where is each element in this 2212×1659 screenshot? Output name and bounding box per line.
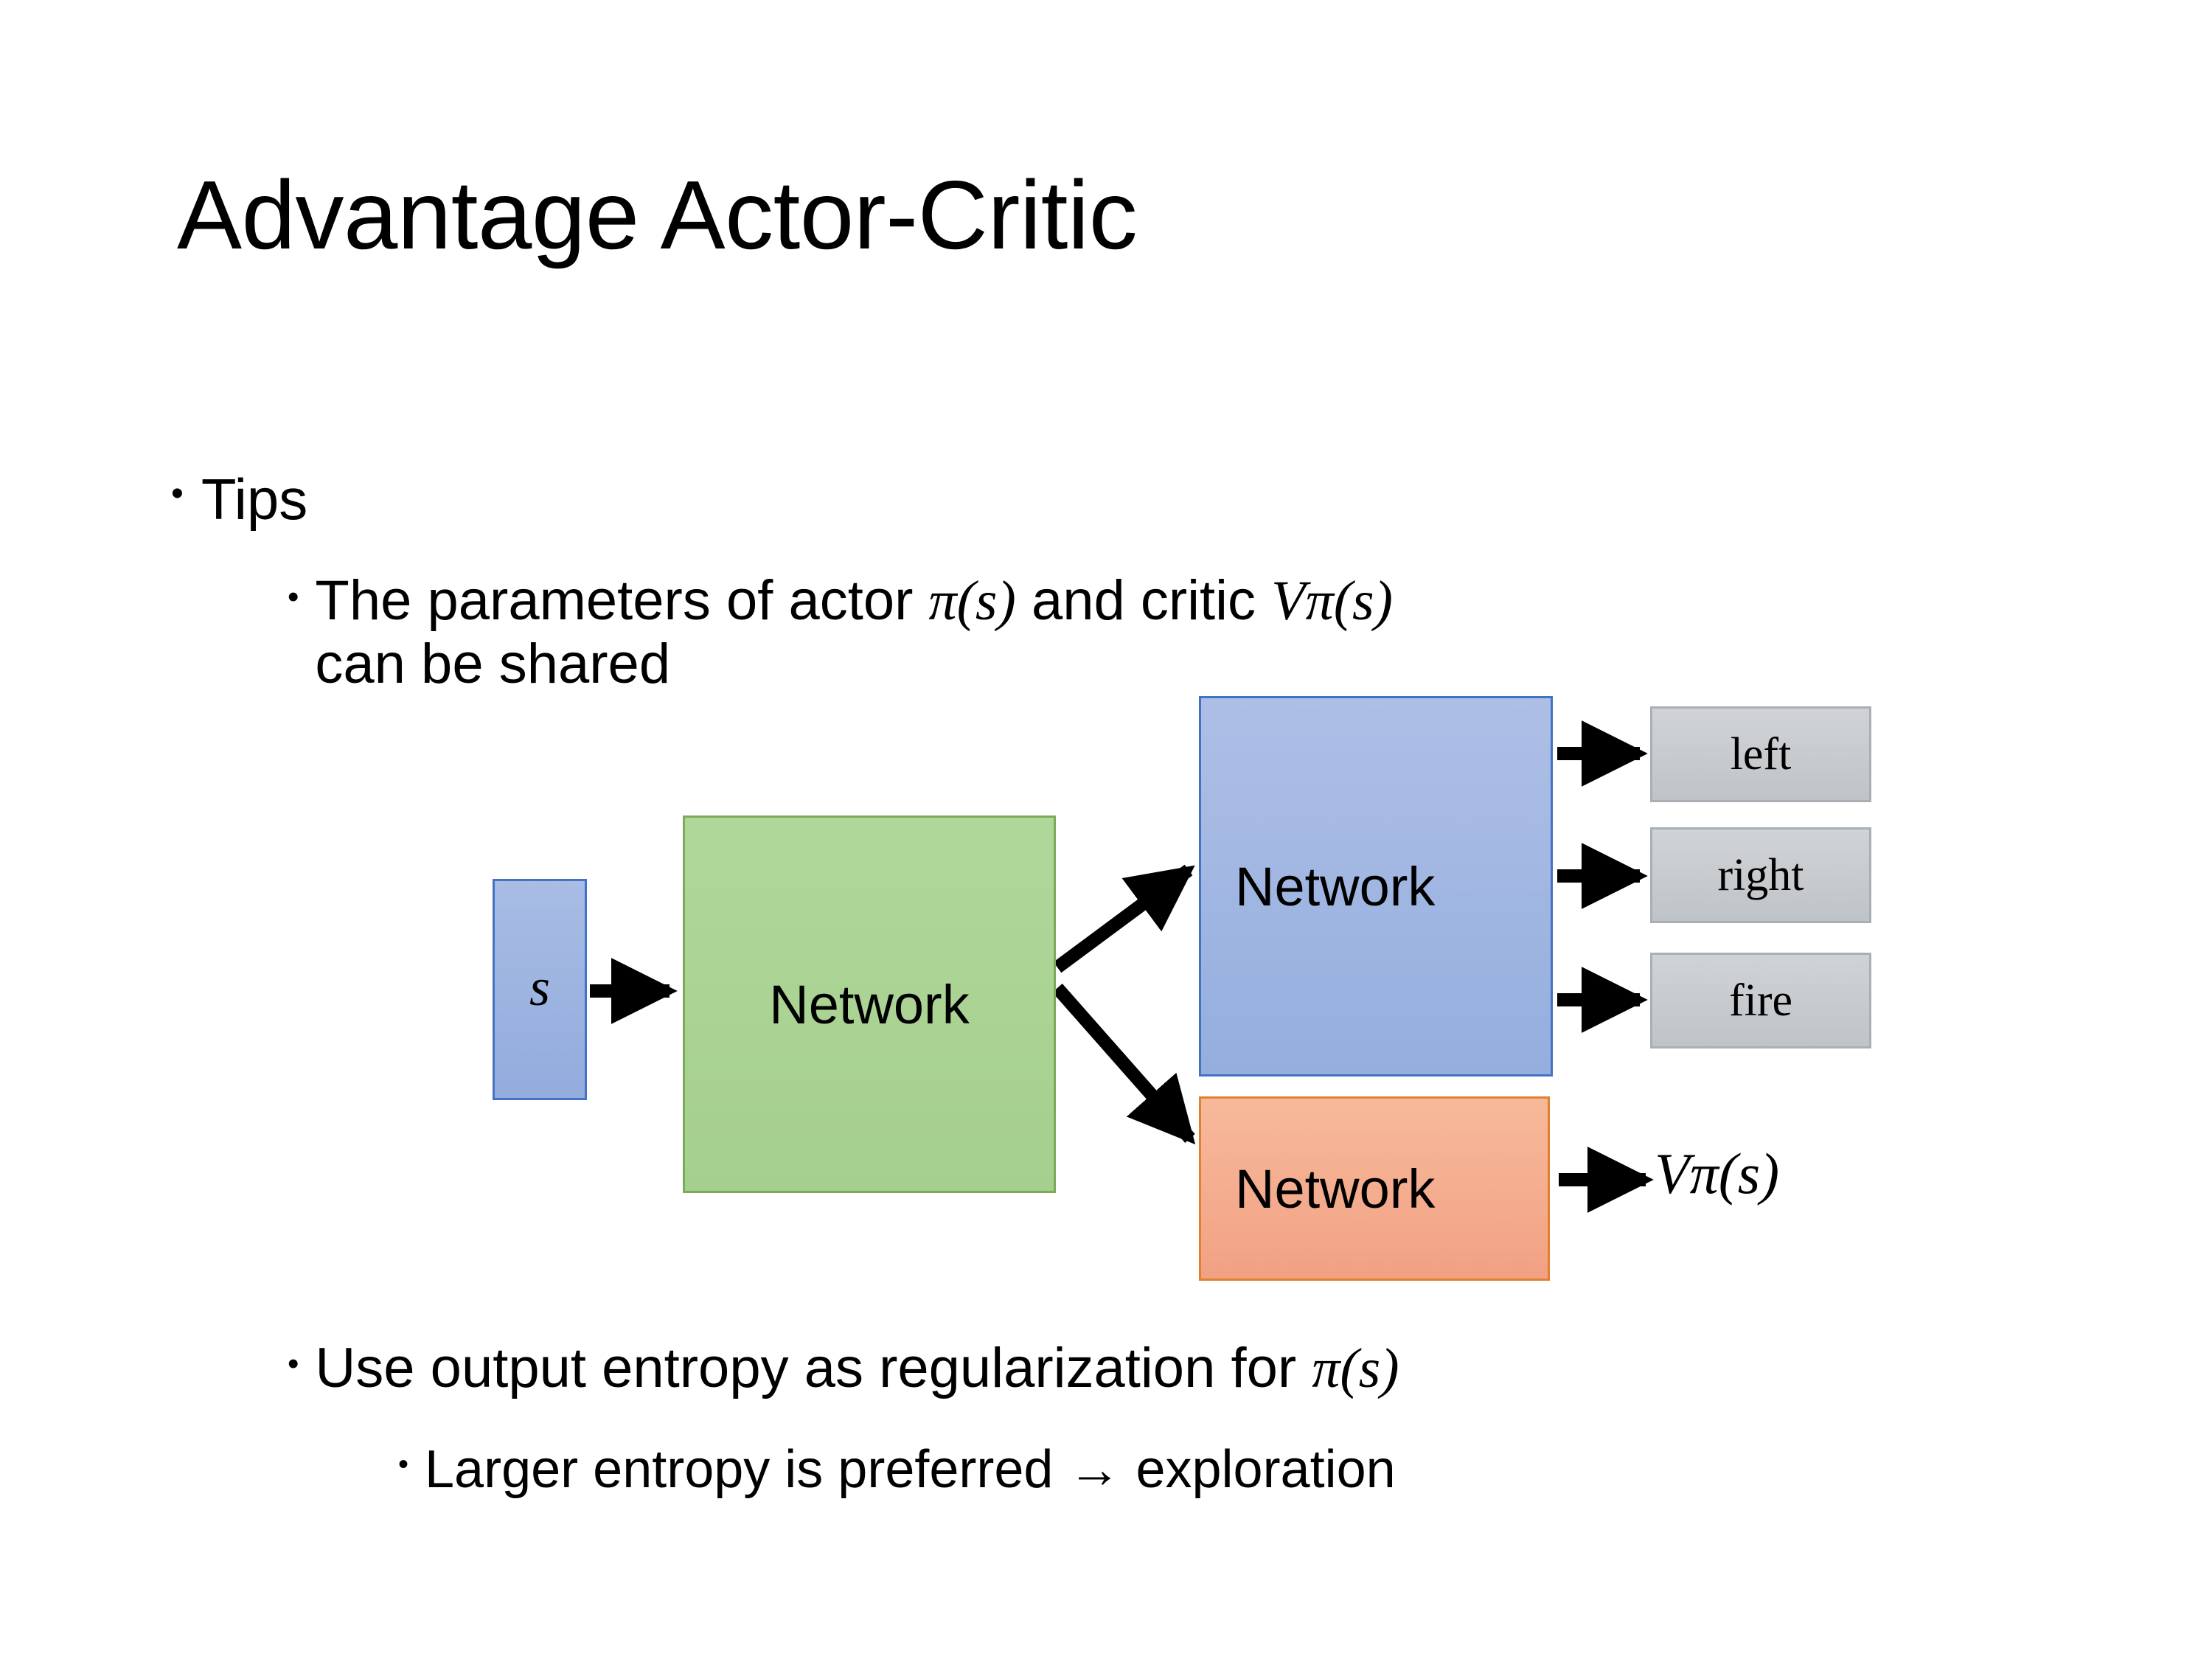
arrow-shared-to-actor	[1053, 864, 1195, 973]
arrow-shared-to-critic	[1052, 984, 1196, 1145]
shared-network-label: Network	[769, 973, 970, 1035]
v-argument: (s)	[1333, 570, 1393, 632]
bullet-entropy-regularization: • Use output entropy as regularization f…	[288, 1336, 1399, 1401]
v-superscript-pi: π	[1305, 570, 1334, 632]
pi-symbol: π	[1312, 1338, 1340, 1399]
bullet-parameters-shared: • The parameters of actor π(s) and criti…	[288, 569, 2028, 695]
value-argument: (s)	[1718, 1141, 1780, 1206]
state-input-box: s	[493, 879, 587, 1100]
bullet-parameters-text: The parameters of actor π(s) and critic …	[315, 569, 1392, 695]
pi-argument: (s)	[956, 570, 1016, 632]
bullet-dot-icon: •	[288, 579, 299, 615]
value-function-output: Vπ(s)	[1655, 1140, 1779, 1207]
state-label: s	[529, 957, 551, 1017]
value-v-symbol: V	[1655, 1141, 1690, 1206]
bullet-dot-icon: •	[171, 474, 184, 513]
params-suffix: can be shared	[315, 633, 671, 696]
action-output-fire: fire	[1650, 953, 1871, 1048]
bullet-larger-entropy: • Larger entropy is preferred → explorat…	[398, 1439, 1396, 1500]
action-output-left: left	[1650, 706, 1871, 802]
bullet-dot-icon: •	[288, 1346, 299, 1382]
bullet-tips: • Tips	[171, 466, 307, 533]
pi-argument: (s)	[1340, 1338, 1399, 1399]
pi-symbol: π	[928, 570, 957, 632]
bullet-entropy-text: Use output entropy as regularization for…	[315, 1336, 1399, 1401]
action-output-right-label: right	[1717, 849, 1804, 900]
bullet-dot-icon: •	[398, 1448, 409, 1481]
value-superscript-pi: π	[1689, 1141, 1719, 1206]
critic-network-label: Network	[1235, 1158, 1436, 1220]
shared-network-box: Network	[683, 815, 1056, 1193]
action-output-right: right	[1650, 827, 1871, 923]
action-output-fire-label: fire	[1728, 975, 1793, 1026]
params-prefix: The parameters of actor	[315, 569, 929, 632]
params-middle: and critic	[1015, 569, 1272, 632]
entropy-prefix: Use output entropy as regularization for	[315, 1337, 1312, 1399]
critic-network-box: Network	[1199, 1096, 1550, 1281]
bullet-tips-label: Tips	[201, 467, 308, 532]
actor-network-box: Network	[1199, 696, 1553, 1077]
v-symbol: V	[1271, 570, 1306, 632]
actor-network-label: Network	[1235, 855, 1436, 917]
bullet-larger-label: Larger entropy is preferred → exploratio…	[425, 1440, 1396, 1499]
page-title: Advantage Actor-Critic	[177, 161, 1138, 269]
action-output-left-label: left	[1730, 728, 1792, 779]
